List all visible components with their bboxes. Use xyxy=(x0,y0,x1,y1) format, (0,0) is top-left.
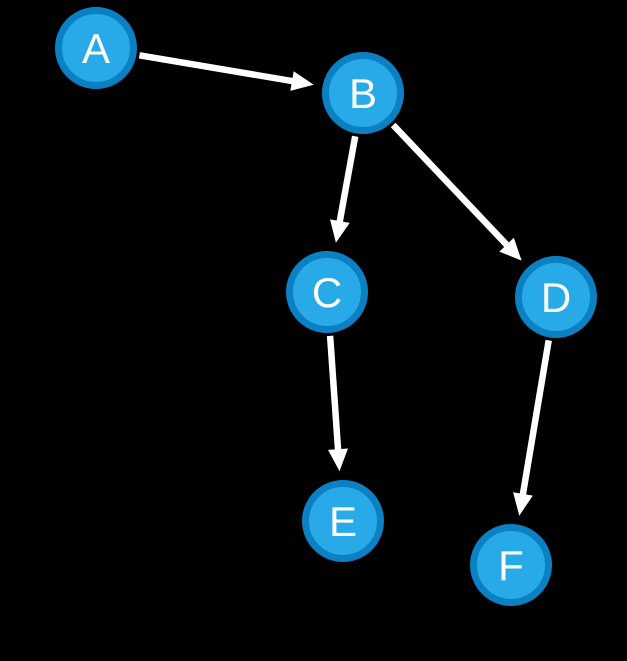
edge-A-B-arrowhead-icon xyxy=(290,71,314,91)
edge-B-D-line xyxy=(390,122,512,250)
edge-B-C-arrowhead-icon xyxy=(330,219,350,243)
node-E[interactable]: E xyxy=(302,480,384,562)
edge-D-F-line xyxy=(519,339,552,499)
edge-C-E-arrowhead-icon xyxy=(328,448,348,472)
edge-B-D-arrowhead-icon xyxy=(499,237,522,261)
edge-B-C-line xyxy=(335,135,359,226)
node-B[interactable]: B xyxy=(322,52,404,134)
node-D-circle[interactable] xyxy=(515,256,597,338)
node-C[interactable]: C xyxy=(286,251,368,333)
edge-C-E-line xyxy=(326,335,342,454)
edge-D-F-arrowhead-icon xyxy=(513,492,533,516)
node-F-circle[interactable] xyxy=(470,524,552,606)
node-D[interactable]: D xyxy=(515,256,597,338)
node-F[interactable]: F xyxy=(470,524,552,606)
node-C-circle[interactable] xyxy=(286,251,368,333)
node-A[interactable]: A xyxy=(55,7,137,89)
node-A-circle[interactable] xyxy=(55,7,137,89)
node-B-circle[interactable] xyxy=(322,52,404,134)
node-E-circle[interactable] xyxy=(302,480,384,562)
edge-A-B-line xyxy=(138,52,297,85)
